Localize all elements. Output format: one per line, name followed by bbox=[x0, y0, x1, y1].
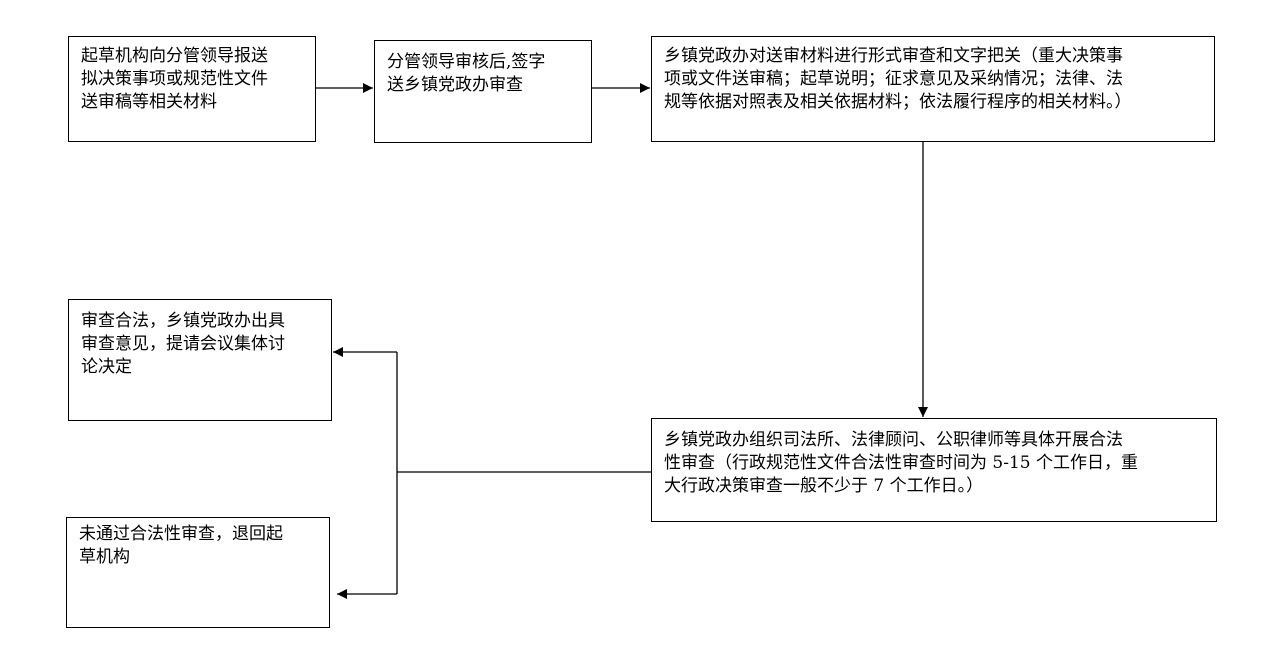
outcome-approved: 审查合法，乡镇党政办出具 审查意见，提请会议集体讨 论决定 bbox=[68, 299, 332, 421]
step-submit-materials: 起草机构向分管领导报送 拟决策事项或规范性文件 送审稿等相关材料 bbox=[68, 36, 316, 142]
step-legality-review: 乡镇党政办组织司法所、法律顾问、公职律师等具体开展合法 性审查（行政规范性文件合… bbox=[651, 418, 1217, 522]
step-formal-review: 乡镇党政办对送审材料进行形式审查和文字把关（重大决策事 项或文件送审稿；起草说明… bbox=[651, 36, 1215, 142]
step-leader-review: 分管领导审核后,签字 送乡镇党政办审查 bbox=[374, 40, 592, 143]
outcome-rejected: 未通过合法性审查，退回起 草机构 bbox=[66, 517, 330, 628]
